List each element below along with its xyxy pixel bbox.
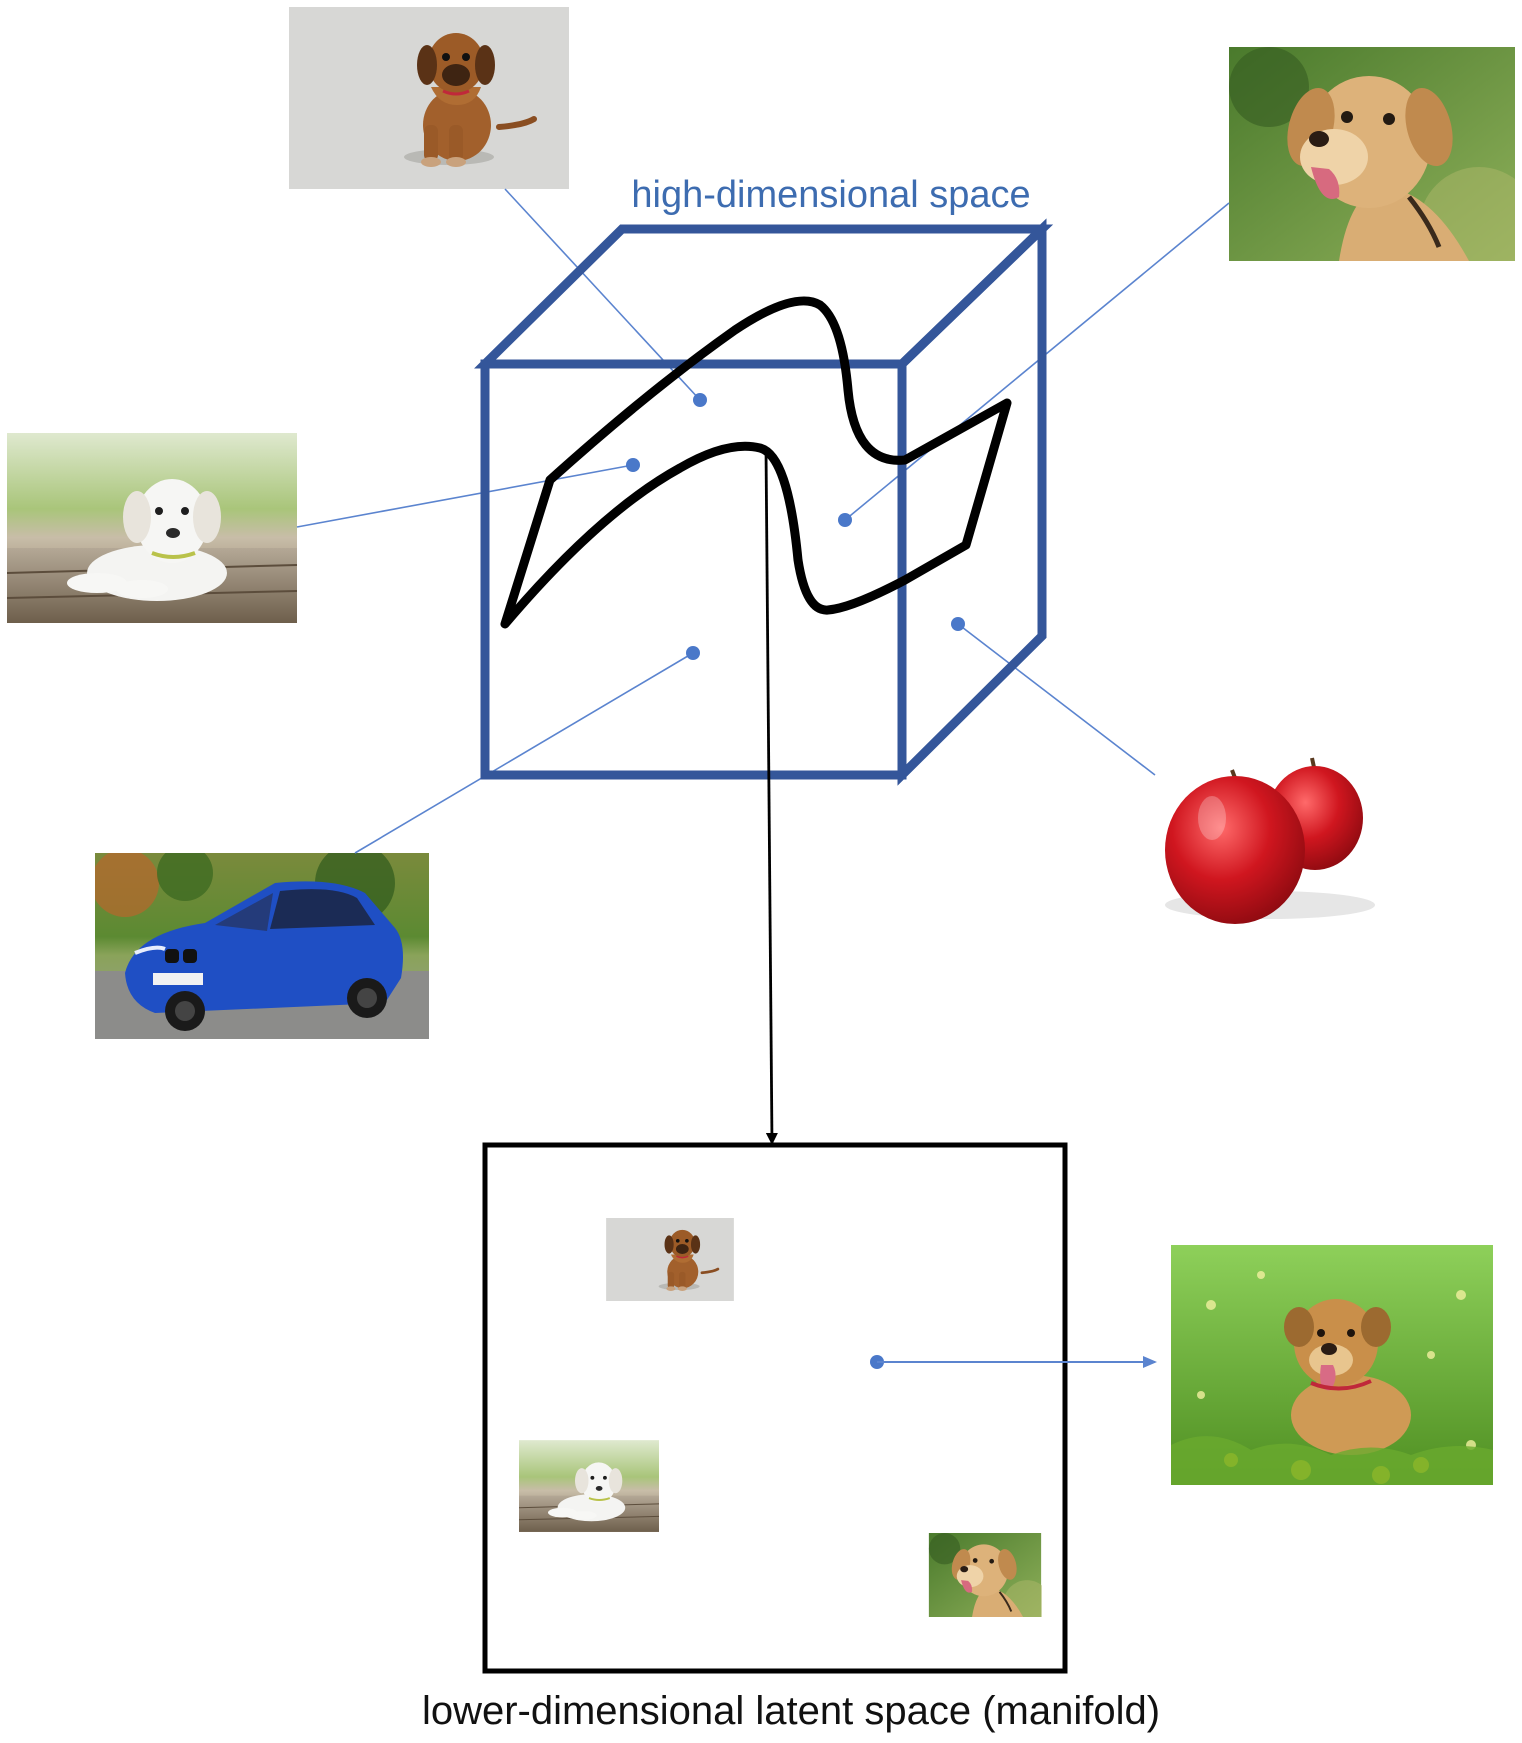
golden-dog-image (1229, 47, 1522, 287)
dog-in-grass-image (1171, 1245, 1493, 1485)
connector-lines (296, 188, 1230, 854)
cube-side-face (897, 218, 1047, 786)
connector-apples (957, 623, 1156, 776)
point-blue-car (686, 646, 700, 660)
white-puppy-image (7, 433, 297, 623)
projection-arrow (764, 448, 778, 1145)
latent-puppy-brown-thumb (605, 1218, 735, 1301)
cube-top-face (474, 224, 1054, 369)
latent-space-box (482, 1142, 1068, 1674)
data-points (626, 393, 965, 660)
red-apples-image (1165, 757, 1375, 924)
cube-front-face (480, 359, 907, 780)
connector-golden-dog (844, 202, 1230, 521)
blue-car-image (95, 853, 429, 1039)
puppy-brown-image (289, 7, 569, 189)
high-dimensional-label: high-dimensional space (631, 174, 1030, 216)
point-white-puppy (626, 458, 640, 472)
point-puppy-brown (693, 393, 707, 407)
latent-white-puppy-thumb (519, 1440, 659, 1532)
manifold-curve (500, 296, 1012, 629)
point-apples (951, 617, 965, 631)
connector-blue-car (354, 652, 694, 854)
point-golden-dog (838, 513, 852, 527)
latent-golden-dog-thumb (928, 1533, 1042, 1617)
connector-white-puppy (296, 464, 634, 528)
latent-space-label: lower-dimensional latent space (manifold… (422, 1689, 1160, 1733)
